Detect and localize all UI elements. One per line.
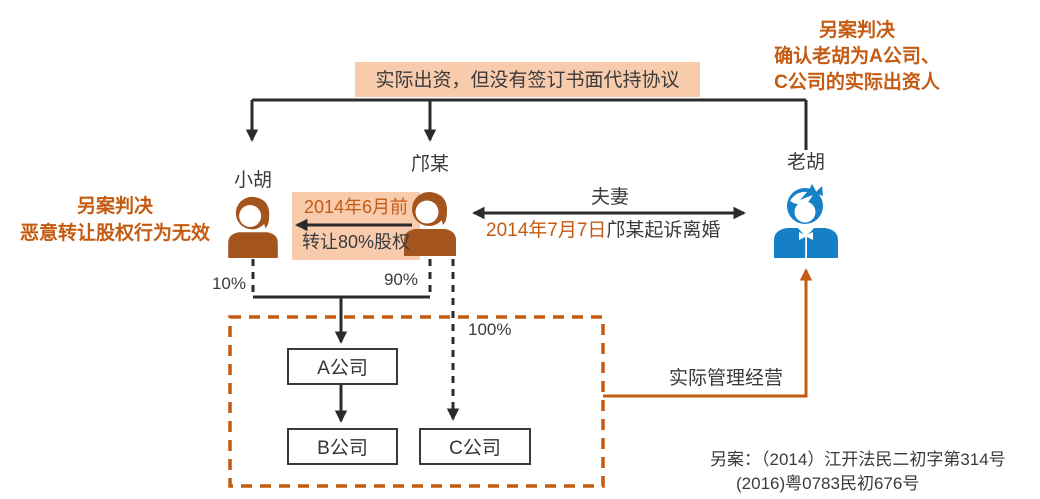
share-xiaohu-label: 10% <box>211 274 246 293</box>
case-reference-line2: (2016)粤0783民初676号 <box>736 474 920 493</box>
person-label-xiaohu: 小胡 <box>233 170 272 191</box>
share-kuang-label: 90% <box>383 270 418 289</box>
transfer-date-label: 2014年6月前 <box>303 197 409 217</box>
case-reference-line1: 另案：（2014）江开法民二初字第314号 <box>710 450 1006 469</box>
company-c-box: C公司 <box>419 428 531 465</box>
male-person-icon <box>774 184 838 258</box>
top-note-box <box>355 62 700 97</box>
left-verdict-line1: 另案判决 <box>76 196 153 217</box>
manage-arrow-to-laohu <box>603 268 813 398</box>
divorce-note: 2014年7月7日邝某起诉离婚 <box>486 219 720 243</box>
manage-label: 实际管理经营 <box>668 368 783 389</box>
right-verdict-line3: C公司的实际出资人 <box>774 72 940 93</box>
company-b-box: B公司 <box>287 428 398 465</box>
right-verdict-note: 另案判决 确认老胡为A公司、 C公司的实际出资人 <box>692 18 1022 96</box>
person-label-kuang: 邝某 <box>410 154 449 175</box>
top-note-label: 实际出资，但没有签订书面代持协议 <box>375 70 680 91</box>
left-verdict-line2: 恶意转让股权行为无效 <box>19 223 210 244</box>
marriage-label: 夫妻 <box>590 187 629 208</box>
right-verdict-line1: 另案判决 <box>818 20 895 41</box>
right-verdict-line2: 确认老胡为A公司、 <box>774 46 940 67</box>
divorce-event: 邝某起诉离婚 <box>606 220 721 241</box>
share-c-label: 100% <box>468 320 512 339</box>
transfer-action-label: 转让80%股权 <box>301 232 411 252</box>
female-person-icon <box>404 192 456 256</box>
case-reference: 另案：（2014）江开法民二初字第314号 (2016)粤0783民初676号 <box>710 448 1006 496</box>
divorce-date: 2014年7月7日 <box>486 220 607 241</box>
left-verdict-note: 另案判决 恶意转让股权行为无效 <box>2 193 228 247</box>
person-label-laohu: 老胡 <box>786 152 825 173</box>
female-person-icon <box>228 196 278 258</box>
company-group-dashed-box <box>228 315 605 488</box>
company-a-box: A公司 <box>287 348 398 385</box>
